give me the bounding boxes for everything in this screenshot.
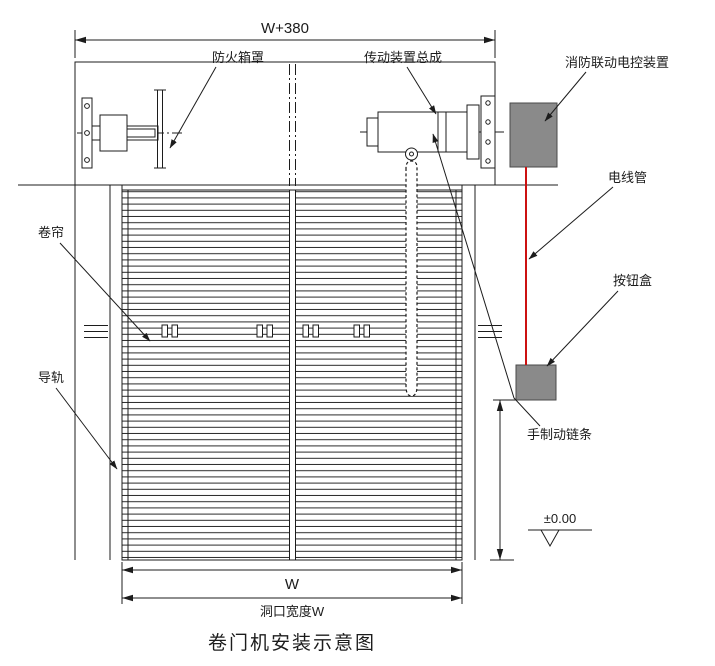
bottom-dimensions: W 洞口宽度W [121,562,463,619]
chain-sprocket [405,147,418,161]
motor-flange [466,104,480,160]
button-box-height-dimension [490,399,516,561]
leader-button-box [546,290,619,367]
motor-body [377,111,468,153]
leader-fire-box-cover [169,66,217,149]
leader-transmission-assembly [406,66,437,115]
motor-end-cap [366,117,379,147]
floor-level-marker: ±0.00 [528,511,592,548]
label-wire-conduit: 电线管 [608,170,647,185]
curtain-center-seam [289,191,296,559]
leader-fire-control-device [544,71,587,122]
manual-brake-chain-loop [405,160,418,397]
button-box-device [515,364,557,401]
floor-level-value: ±0.00 [544,511,576,526]
elevation-triangle-icon [540,529,560,548]
left-bracket-assembly [77,89,182,169]
label-fire-control-device: 消防联动电控装置 [565,55,669,70]
break-marks [84,325,502,338]
leader-manual-brake-chain [432,133,541,427]
mounting-plate [480,95,496,169]
fire-control-device-box [509,102,558,168]
dim-arrow-right [484,36,495,44]
label-guide-rail: 导轨 [38,370,64,385]
bottom-width-dimension: W [285,576,300,593]
drive-unit-assembly [360,95,507,169]
dim-arrow-left [75,36,86,44]
callout-labels: 防火箱罩 传动装置总成 消防联动电控装置 电线管 按钮盒 手制动链条 卷帘 导轨 [38,50,669,470]
top-width-dimension: W+380 [261,20,309,37]
drawing-title: 卷门机安装示意图 [208,632,376,654]
label-curtain: 卷帘 [38,225,64,240]
top-dimension: W+380 [74,20,496,58]
rolling-curtain [84,189,502,561]
label-transmission-assembly: 传动装置总成 [364,50,442,65]
leader-curtain [59,242,151,342]
leader-wire-conduit [528,186,614,260]
opening-width-label: 洞口宽度W [260,604,325,619]
leader-guide-rail [55,387,118,470]
label-fire-box-cover: 防火箱罩 [212,50,264,65]
slat-clip-marks [161,324,370,338]
label-button-box: 按钮盒 [613,273,652,288]
label-manual-brake-chain: 手制动链条 [527,427,592,442]
